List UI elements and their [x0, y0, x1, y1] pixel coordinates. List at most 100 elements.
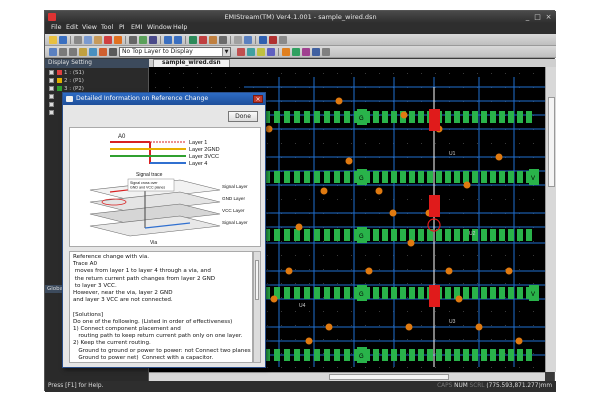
grid-icon[interactable] — [114, 36, 122, 44]
menu-emi[interactable]: EMI — [131, 24, 143, 31]
close-button[interactable]: × — [545, 13, 552, 21]
undo-icon[interactable] — [164, 36, 172, 44]
filter-icon[interactable] — [109, 48, 117, 56]
grid-dot — [407, 339, 408, 340]
component-pad — [499, 349, 505, 361]
expand-icon[interactable] — [49, 110, 54, 115]
grid-dot — [365, 311, 366, 312]
scroll-thumb[interactable] — [329, 374, 449, 380]
scroll-thumb[interactable] — [255, 260, 259, 300]
grid-dot — [281, 353, 282, 354]
grid-dot — [505, 73, 506, 74]
chevron-down-icon[interactable]: ▼ — [222, 48, 230, 56]
component-pad — [445, 287, 451, 299]
highlight-icon[interactable] — [99, 48, 107, 56]
print-icon[interactable] — [129, 36, 137, 44]
grid-dot — [421, 283, 422, 284]
redo-icon[interactable] — [174, 36, 182, 44]
expand-icon[interactable] — [49, 102, 54, 107]
dialog-close-button[interactable]: × — [253, 95, 263, 103]
layer-select[interactable]: No Top Layer to Display ▼ — [119, 47, 231, 57]
component-pad — [324, 111, 330, 123]
delete-icon[interactable] — [104, 36, 112, 44]
nav-icon[interactable] — [49, 48, 57, 56]
tree-item-layer-3[interactable]: 3 : (P2) — [49, 86, 84, 93]
options-icon[interactable] — [322, 48, 330, 56]
grid-dot — [477, 143, 478, 144]
component-pad — [373, 287, 379, 299]
probe-icon[interactable] — [247, 48, 255, 56]
component-pad — [373, 349, 379, 361]
menu-pi[interactable]: PI — [119, 24, 125, 31]
grid-dot — [491, 311, 492, 312]
zoom-in-icon[interactable] — [199, 36, 207, 44]
grid-dot — [449, 367, 450, 368]
text-icon[interactable] — [259, 36, 267, 44]
menu-tool[interactable]: Tool — [101, 24, 114, 31]
done-button[interactable]: Done — [228, 111, 258, 122]
zoom-out-icon[interactable] — [209, 36, 217, 44]
save-icon[interactable] — [59, 36, 67, 44]
tree-item-collapsed[interactable] — [49, 94, 57, 101]
grid-dot — [295, 143, 296, 144]
copy-icon[interactable] — [84, 36, 92, 44]
menu-window[interactable]: Window — [147, 24, 172, 31]
description-textbox[interactable]: Reference change with via. Trace A0 move… — [69, 251, 253, 363]
settings-icon[interactable] — [279, 36, 287, 44]
help-icon[interactable] — [149, 36, 157, 44]
cut-icon[interactable] — [74, 36, 82, 44]
component-pad — [481, 349, 487, 361]
component-pad — [324, 349, 330, 361]
component-pad — [264, 287, 270, 299]
result-icon[interactable] — [302, 48, 310, 56]
layer-icon[interactable] — [139, 36, 147, 44]
expand-icon[interactable] — [49, 86, 54, 91]
grid-dot — [211, 73, 212, 74]
scroll-thumb[interactable] — [548, 97, 555, 187]
grid-dot — [295, 311, 296, 312]
report-icon[interactable] — [267, 48, 275, 56]
tree-item-layer-2[interactable]: 2 : (P1) — [49, 78, 84, 85]
expand-icon[interactable] — [49, 78, 54, 83]
menu-file[interactable]: File — [51, 24, 62, 31]
horizontal-scrollbar[interactable] — [149, 372, 545, 381]
net-icon[interactable] — [89, 48, 97, 56]
grid-dot — [379, 353, 380, 354]
paste-icon[interactable] — [94, 36, 102, 44]
component-pad — [517, 287, 523, 299]
layer-up-icon[interactable] — [59, 48, 67, 56]
maximize-button[interactable]: □ — [534, 13, 541, 21]
pan-icon[interactable] — [234, 36, 242, 44]
tree-item-collapsed[interactable] — [49, 110, 57, 117]
menu-view[interactable]: View — [82, 24, 97, 31]
grid-dot — [267, 199, 268, 200]
pi-check-icon[interactable] — [292, 48, 300, 56]
grid-dot — [323, 297, 324, 298]
export-icon[interactable] — [312, 48, 320, 56]
emi-check-icon[interactable] — [282, 48, 290, 56]
tab-sample-wired[interactable]: sample_wired.dsn — [153, 59, 230, 67]
menu-edit[interactable]: Edit — [66, 24, 79, 31]
minimize-button[interactable]: _ — [525, 13, 530, 21]
component-pad — [481, 171, 487, 183]
marker-icon[interactable] — [257, 48, 265, 56]
vertical-scrollbar[interactable] — [545, 67, 556, 372]
expand-icon[interactable] — [49, 94, 54, 99]
grid-dot — [505, 241, 506, 242]
tree-item-collapsed[interactable] — [49, 102, 57, 109]
layer-toggle-icon[interactable] — [79, 48, 87, 56]
description-scrollbar[interactable] — [253, 251, 261, 363]
rule-icon[interactable] — [237, 48, 245, 56]
zoom-fit-icon[interactable] — [219, 36, 227, 44]
open-icon[interactable] — [49, 36, 57, 44]
layer-down-icon[interactable] — [69, 48, 77, 56]
grid-dot — [337, 199, 338, 200]
menu-help[interactable]: Help — [173, 24, 188, 31]
tree-item-layer-1[interactable]: 1 : (S1) — [49, 70, 84, 77]
grid-dot — [309, 325, 310, 326]
expand-icon[interactable] — [49, 70, 54, 75]
check-icon[interactable] — [189, 36, 197, 44]
measure-icon[interactable] — [269, 36, 277, 44]
refresh-icon[interactable] — [244, 36, 252, 44]
grid-dot — [407, 241, 408, 242]
